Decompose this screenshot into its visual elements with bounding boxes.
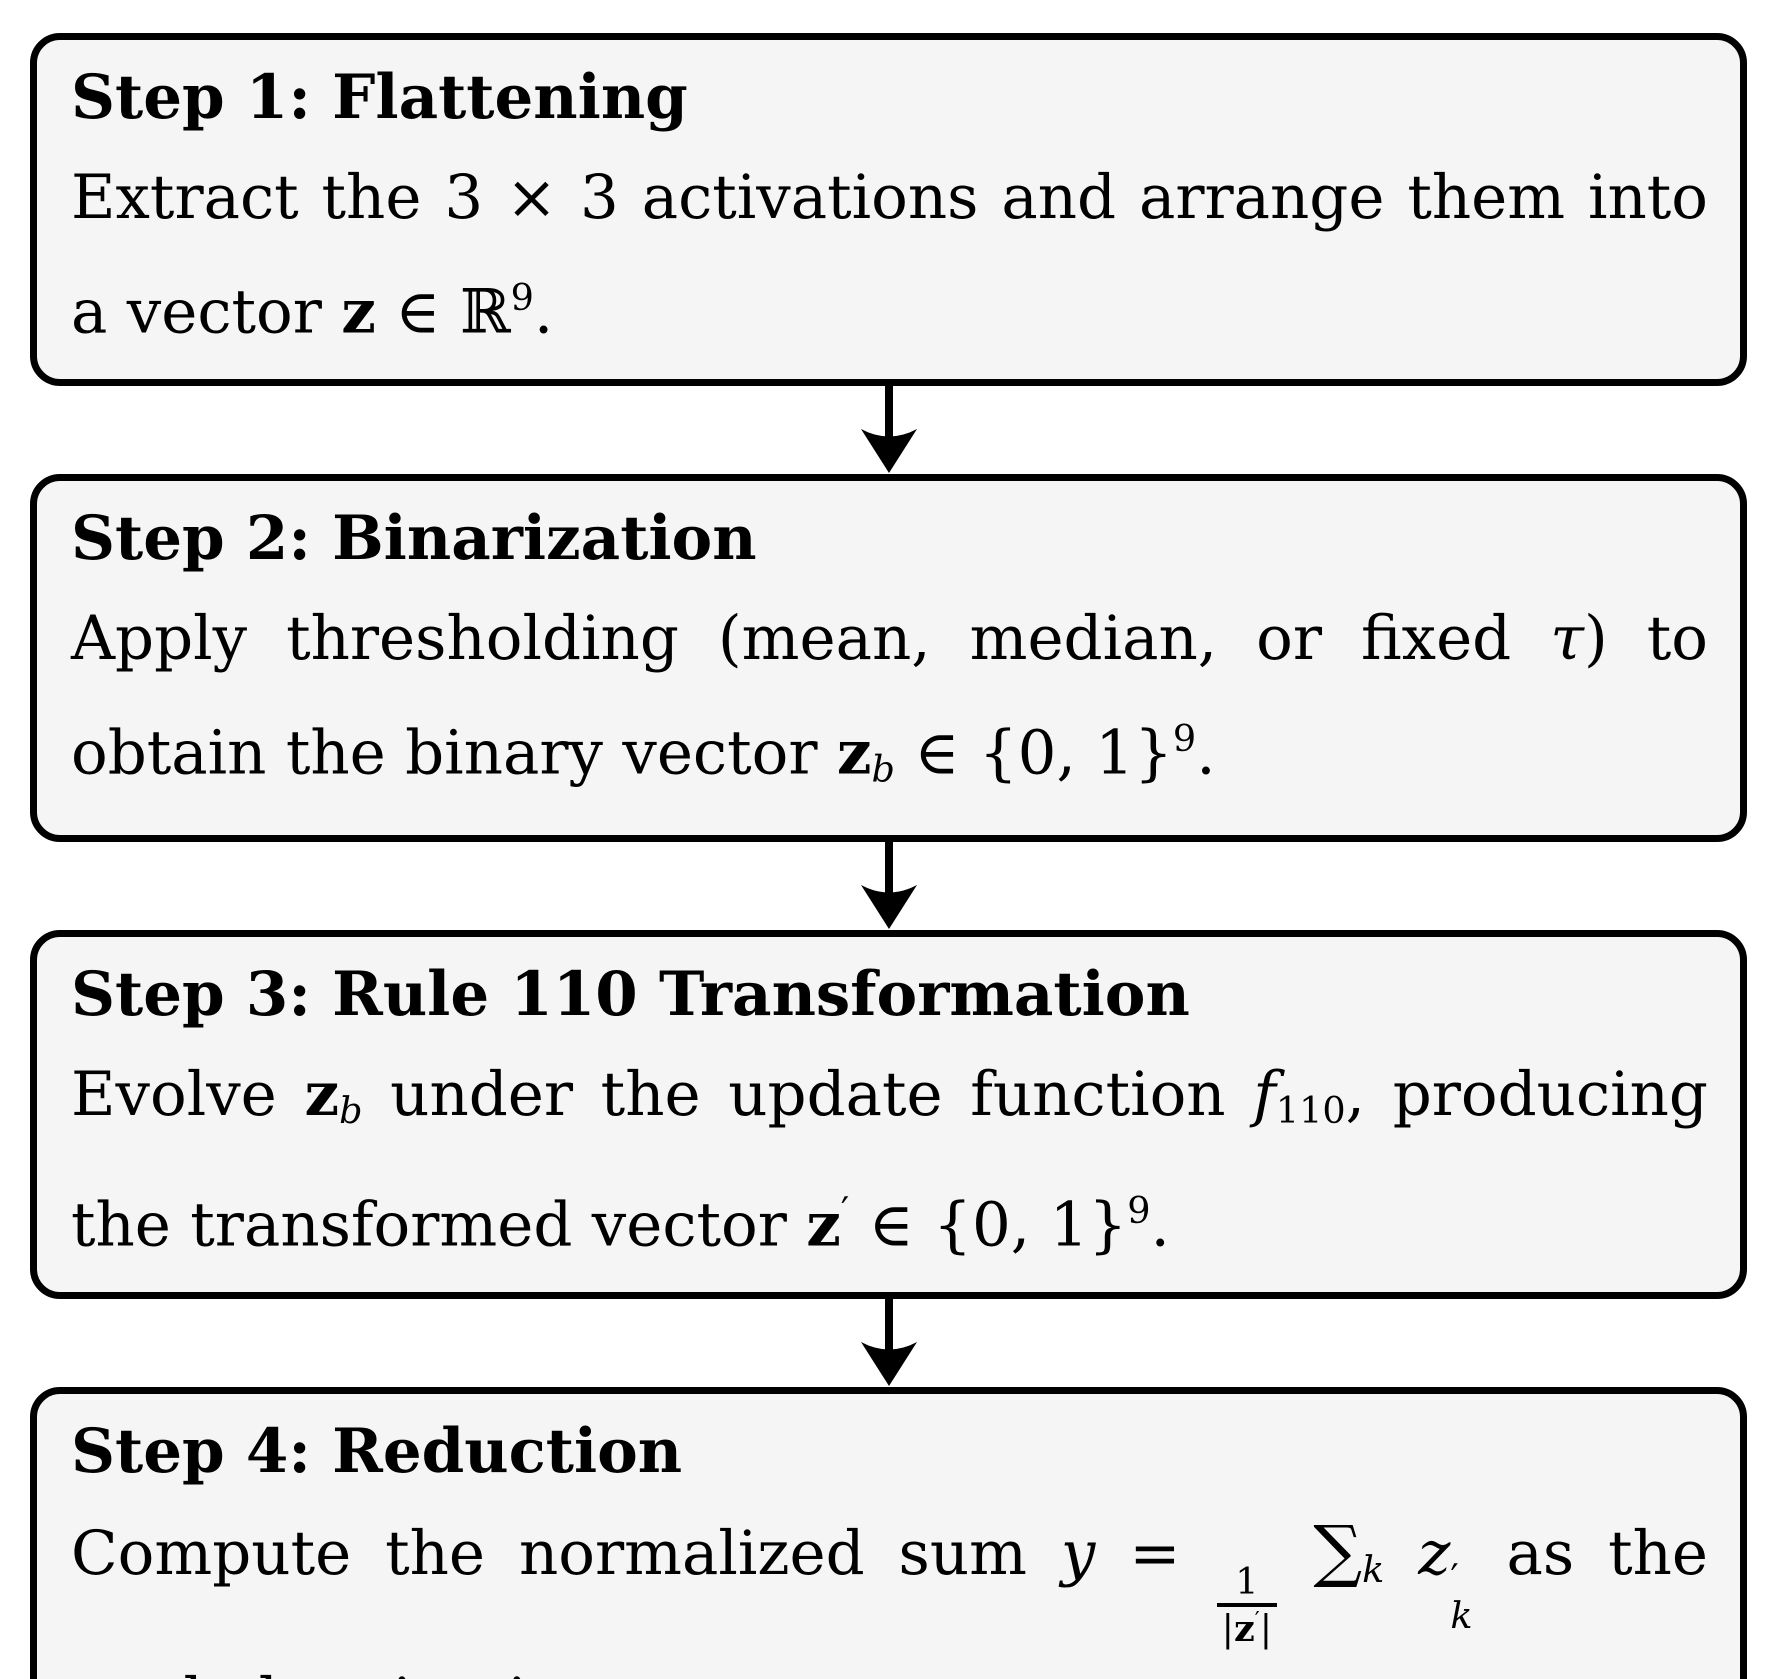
step-2-body: Apply thresholding (mean, median, or fix… xyxy=(71,602,1708,791)
step-4-body: Compute the normalized sum y = 1|z′| ∑k … xyxy=(71,1512,1708,1679)
flow-arrow-2 xyxy=(30,842,1747,930)
step-2-box: Step 2: Binarization Apply thresholding … xyxy=(30,473,1747,843)
step-1-title: Step 1: Flattening xyxy=(71,62,688,133)
step-1-body: Extract the 3 × 3 activations and arrang… xyxy=(71,162,1708,348)
step-2-title: Step 2: Binarization xyxy=(71,502,757,574)
down-arrow-icon xyxy=(860,1299,917,1387)
step-4-box: Step 4: Reduction Compute the normalized… xyxy=(30,1387,1747,1679)
down-arrow-icon xyxy=(860,385,917,473)
step-4-title: Step 4: Reduction xyxy=(71,1416,683,1488)
step-3-box: Step 3: Rule 110 Transformation Evolve z… xyxy=(30,930,1747,1300)
flow-arrow-1 xyxy=(30,385,1747,474)
step-3-title: Step 3: Rule 110 Transformation xyxy=(71,959,1190,1031)
down-arrow-icon xyxy=(860,842,917,930)
step-1-box: Step 1: Flattening Extract the 3 × 3 act… xyxy=(30,33,1747,386)
flow-arrow-3 xyxy=(30,1299,1747,1387)
step-3-body: Evolve zb under the update function f110… xyxy=(71,1059,1708,1262)
